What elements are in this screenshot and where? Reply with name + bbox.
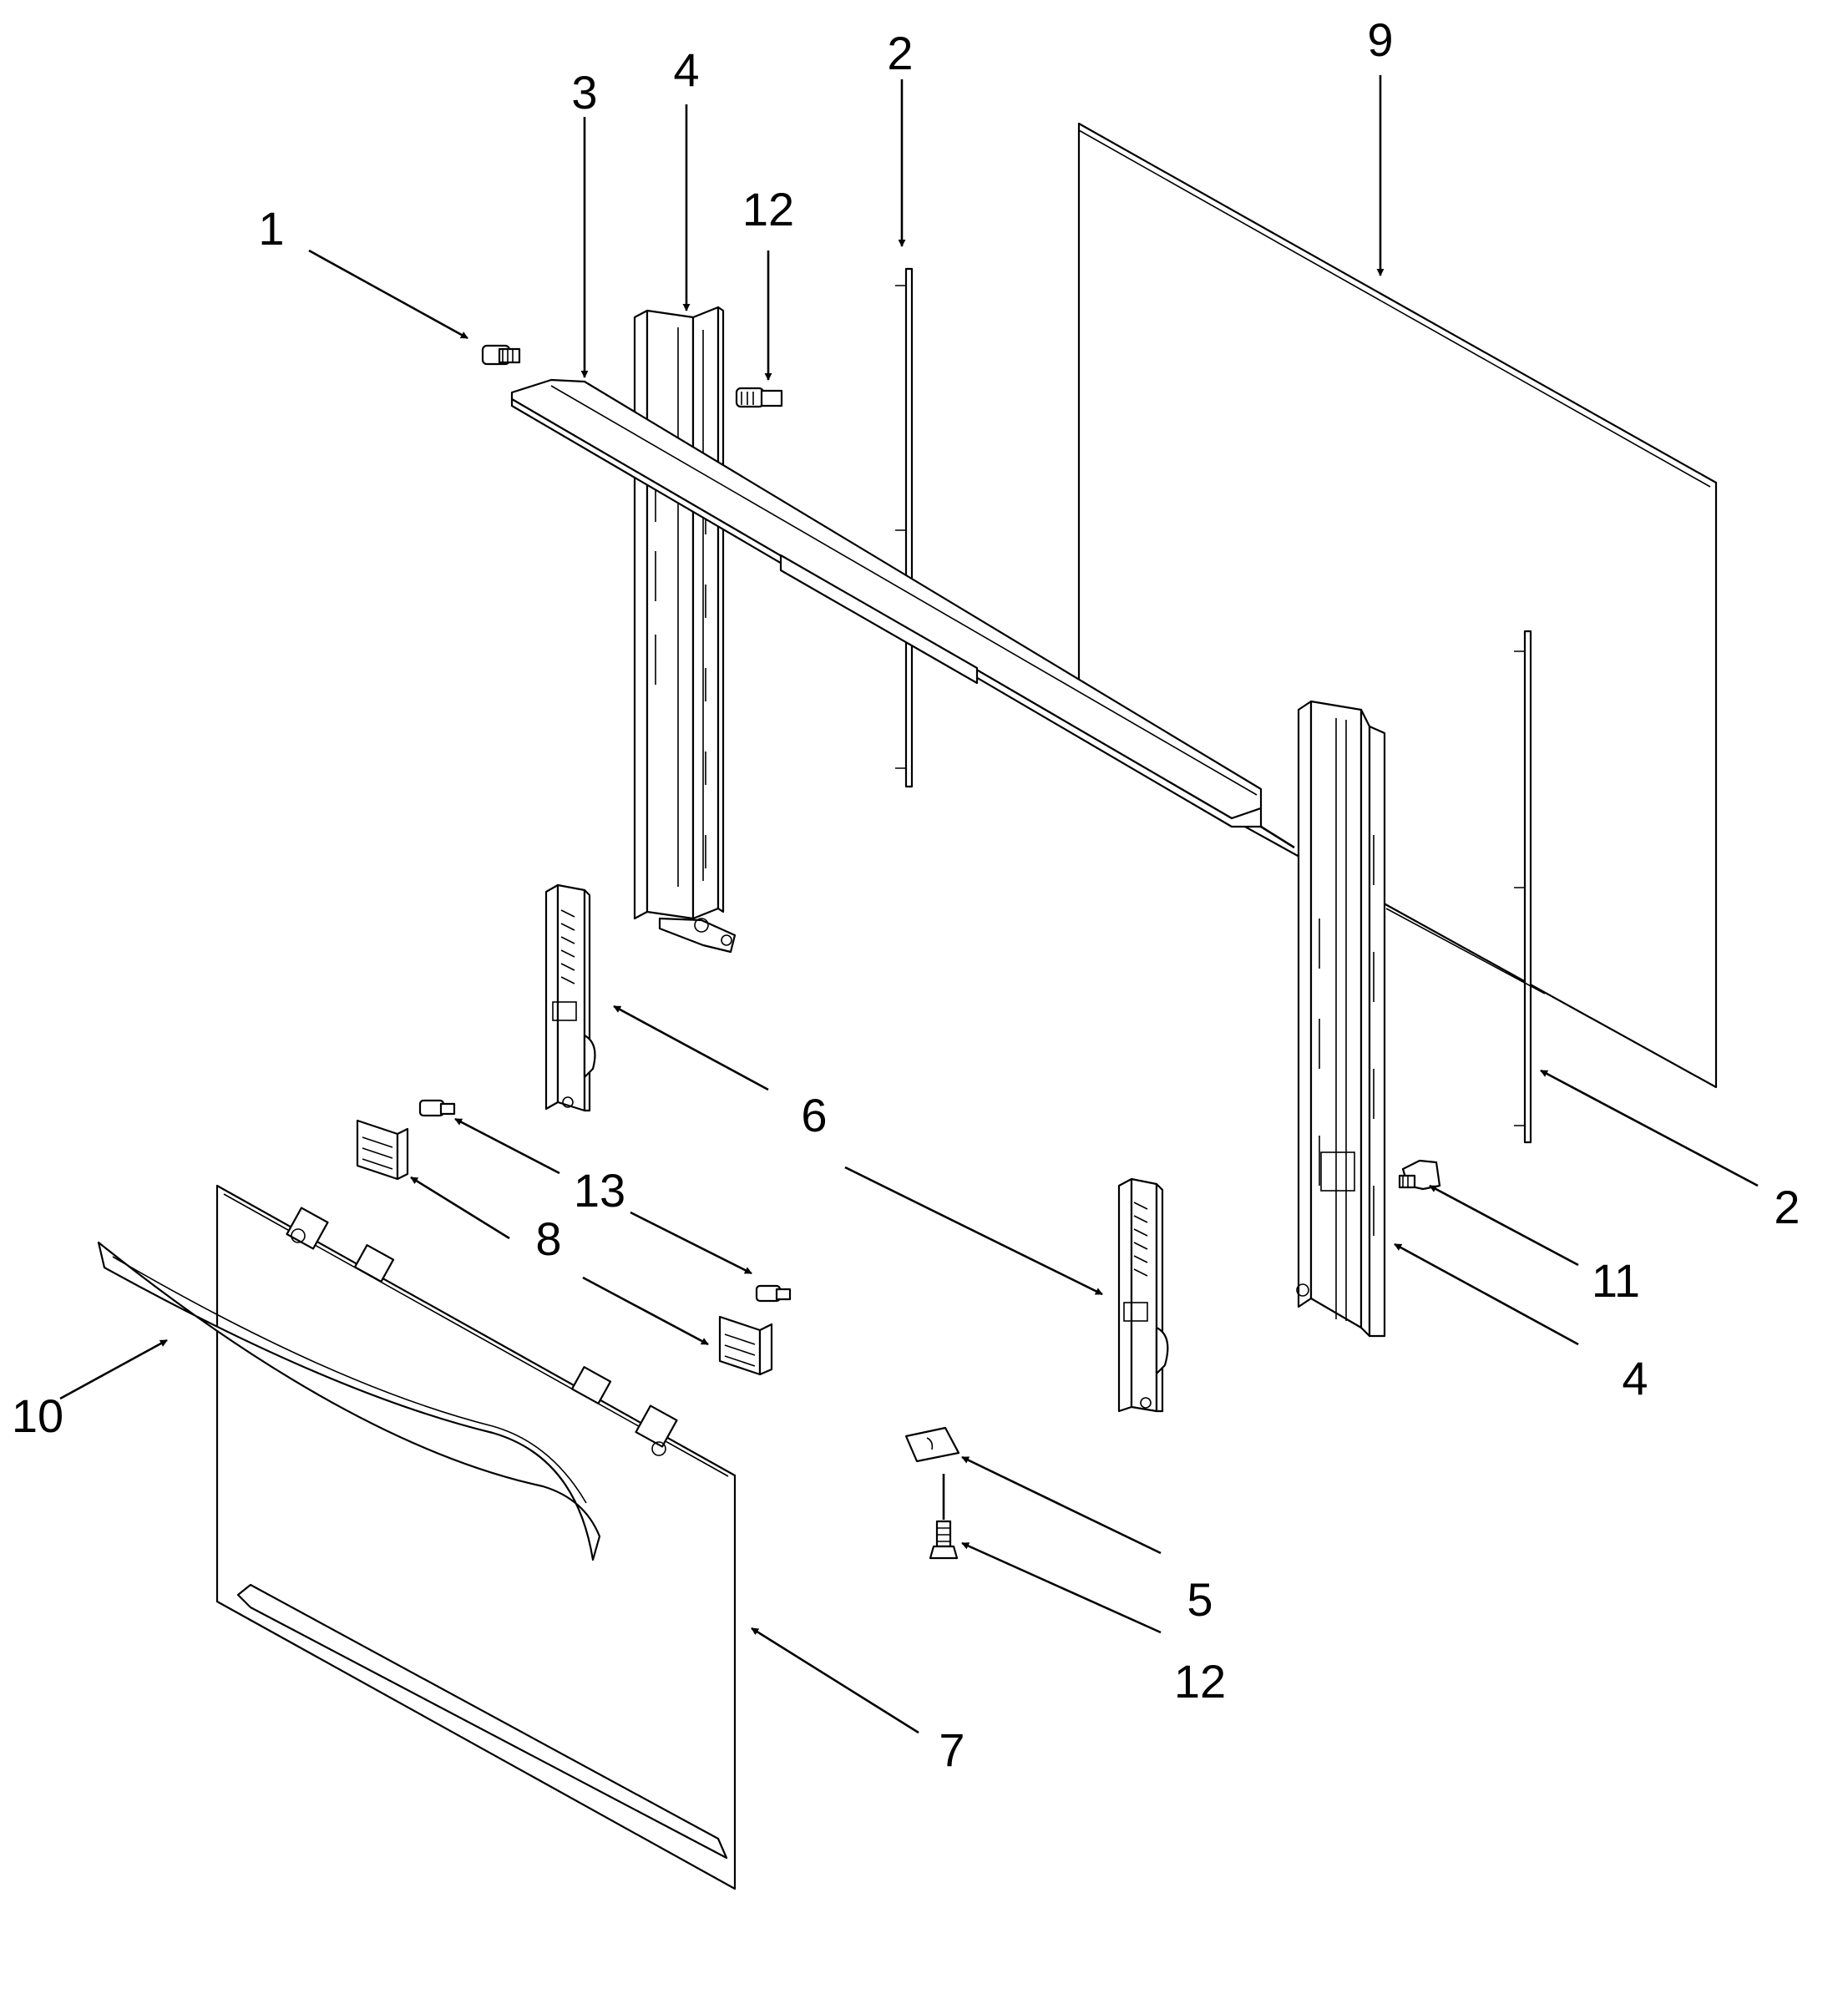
- screw-part-11: [1398, 1159, 1441, 1191]
- callout-4-right: 4: [1622, 1352, 1648, 1404]
- screw-part-1: [481, 344, 521, 366]
- leader-lines: [59, 75, 1759, 1734]
- side-rail-part-left: [633, 306, 737, 954]
- door-tab-2: [353, 1244, 395, 1283]
- callout-8: 8: [535, 1212, 561, 1265]
- callout-3: 3: [571, 66, 597, 119]
- crossbar-part: [510, 378, 1546, 994]
- door-tab-1: [286, 1207, 329, 1250]
- door-tab-3: [570, 1366, 612, 1404]
- callout-12-bottom: 12: [1174, 1655, 1226, 1708]
- callout-2-top: 2: [887, 27, 913, 79]
- vertical-strip-part-upper: [895, 267, 914, 788]
- callout-10: 10: [12, 1389, 63, 1442]
- callout-12-top: 12: [742, 183, 794, 235]
- hinge-part-upper: [544, 883, 596, 1112]
- callout-5: 5: [1187, 1573, 1213, 1626]
- door-tab-4: [635, 1404, 678, 1456]
- callout-labels: 1 2 2 3 4 4 5 6 7 8 9 10 11 12 12 13: [12, 13, 1800, 1776]
- hinge-part-lower: [1117, 1177, 1169, 1413]
- callout-1: 1: [258, 202, 284, 255]
- side-rail-part-right: [1296, 700, 1386, 1338]
- hinge-receiver-part-lower: [718, 1315, 773, 1376]
- screw-part-12-upper: [735, 387, 783, 408]
- callout-2-right: 2: [1774, 1181, 1800, 1233]
- callout-11: 11: [1592, 1254, 1640, 1307]
- screw-part-12-lower: [929, 1520, 959, 1560]
- callout-6: 6: [801, 1089, 827, 1141]
- door-panel-part: [215, 1184, 737, 1890]
- callout-4-top: 4: [673, 43, 699, 96]
- callout-7: 7: [939, 1723, 965, 1776]
- callout-9: 9: [1367, 13, 1393, 66]
- vertical-strip-part-lower: [1514, 630, 1532, 1144]
- hinge-receiver-part-upper: [356, 1119, 409, 1181]
- clip-part-5: [904, 1426, 960, 1463]
- pin-part-13-lower: [755, 1284, 792, 1303]
- pin-part-13-upper: [418, 1099, 456, 1117]
- door-handle-part: [97, 1241, 601, 1561]
- callout-13: 13: [574, 1164, 625, 1217]
- glass-panel-part: [1077, 122, 1718, 1089]
